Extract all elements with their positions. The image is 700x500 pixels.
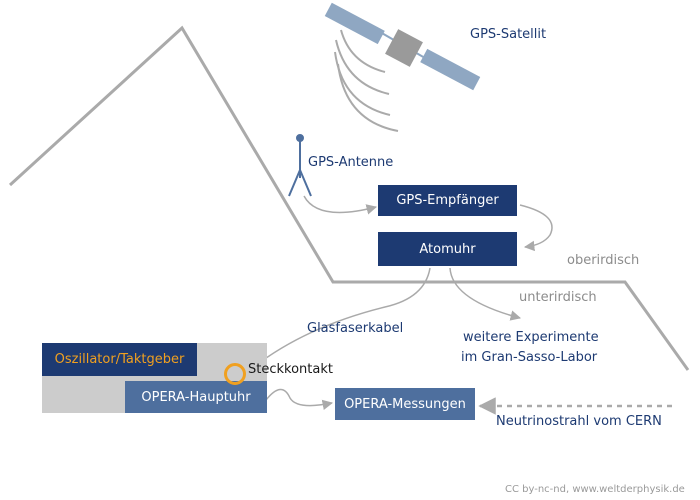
satellite-icon — [324, 2, 481, 91]
mountain-outline — [8, 25, 690, 371]
above-ground-label: oberirdisch — [567, 253, 640, 268]
measurements-box: OPERA-Messungen — [335, 388, 475, 420]
fiber-cable-line — [244, 267, 431, 375]
plug-contact-icon — [224, 363, 246, 385]
fiber-cable-label: Glasfaserkabel — [307, 321, 404, 336]
atomic-clock-box: Atomuhr — [378, 232, 517, 266]
main-clock-box: OPERA-Hauptuhr — [125, 381, 267, 413]
main-clock-to-measurements-arrow — [265, 388, 334, 410]
gps-receiver-box: GPS-Empfänger — [378, 185, 517, 216]
credit-text: CC by-nc-nd, www.weltderphysik.de — [505, 484, 685, 495]
further-experiments-label-line1: weitere Experimente — [463, 330, 599, 345]
further-experiments-label-line2: im Gran-Sasso-Labor — [461, 350, 598, 365]
below-ground-label: unterirdisch — [519, 290, 597, 305]
gps-antenna-label: GPS-Antenne — [308, 155, 394, 170]
atomic-clock-to-experiments-arrow — [449, 267, 522, 321]
antenna-icon — [288, 134, 312, 197]
oscillator-box: Oszillator/Taktgeber — [42, 343, 197, 376]
gps-satellite-label: GPS-Satellit — [470, 27, 547, 42]
signal-waves — [334, 29, 399, 132]
antenna-to-receiver-arrow — [303, 195, 378, 215]
neutrino-beam-label: Neutrinostrahl vom CERN — [496, 414, 662, 429]
receiver-to-atomic-clock-arrow — [519, 204, 553, 252]
plug-contact-label: Steckkontakt — [248, 362, 333, 377]
